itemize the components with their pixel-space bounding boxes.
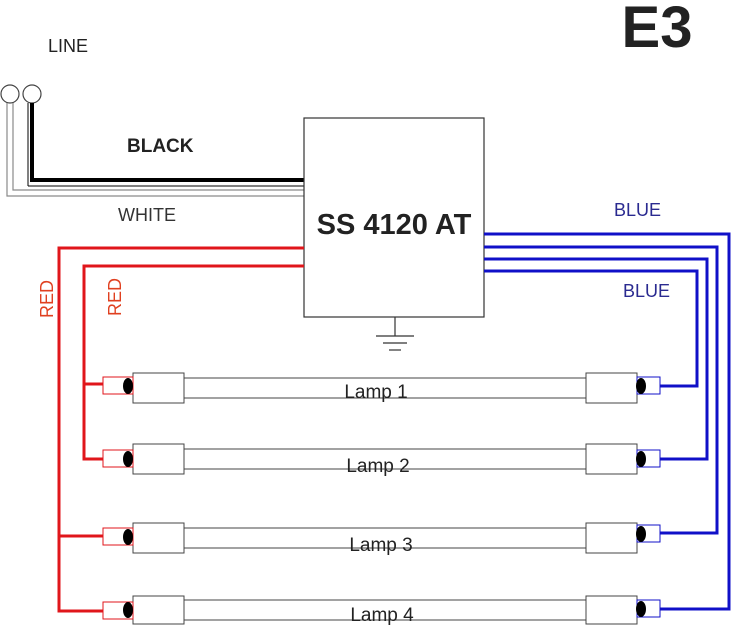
line-terminal-white <box>0 84 20 104</box>
white-wire-label: WHITE <box>118 205 176 225</box>
lamp-end-cap-right <box>585 522 638 554</box>
lamp-2: Lamp 2 <box>102 443 661 477</box>
line-label: LINE <box>48 36 88 56</box>
lamp-end-cap-left <box>132 443 185 475</box>
lamp-3: Lamp 3 <box>102 522 661 556</box>
blue-wire-label-bottom: BLUE <box>623 281 670 301</box>
lamp-end-cap-left <box>132 372 185 404</box>
lamp-end-cap-right <box>585 595 638 625</box>
lamp-4: Lamp 4 <box>102 595 661 626</box>
lamp-end-cap-right <box>585 443 638 475</box>
red-wire-label-outer: RED <box>37 280 57 318</box>
black-wire <box>30 103 304 182</box>
ballast-box <box>303 117 485 318</box>
lamp-label: Lamp 1 <box>344 382 407 403</box>
lamp-end-cap-right <box>585 372 638 404</box>
line-terminal-black <box>22 84 42 104</box>
lamp-1: Lamp 1 <box>102 372 661 404</box>
lamp-label: Lamp 3 <box>349 535 412 556</box>
red-wire-label-inner: RED <box>105 278 125 316</box>
lamp-label: Lamp 2 <box>346 456 409 477</box>
ballast-model: SS 4120 AT <box>317 209 472 241</box>
lamp-end-cap-left <box>132 595 185 625</box>
black-wire-label: BLACK <box>127 136 194 157</box>
lamp-end-cap-left <box>132 522 185 554</box>
red-wires <box>57 246 304 613</box>
blue-wire-label-top: BLUE <box>614 200 661 220</box>
white-wire <box>6 103 304 197</box>
diagram-code: E3 <box>622 0 693 60</box>
blue-wires <box>484 232 731 611</box>
ground-icon <box>376 317 414 351</box>
lamp-label: Lamp 4 <box>350 605 414 626</box>
